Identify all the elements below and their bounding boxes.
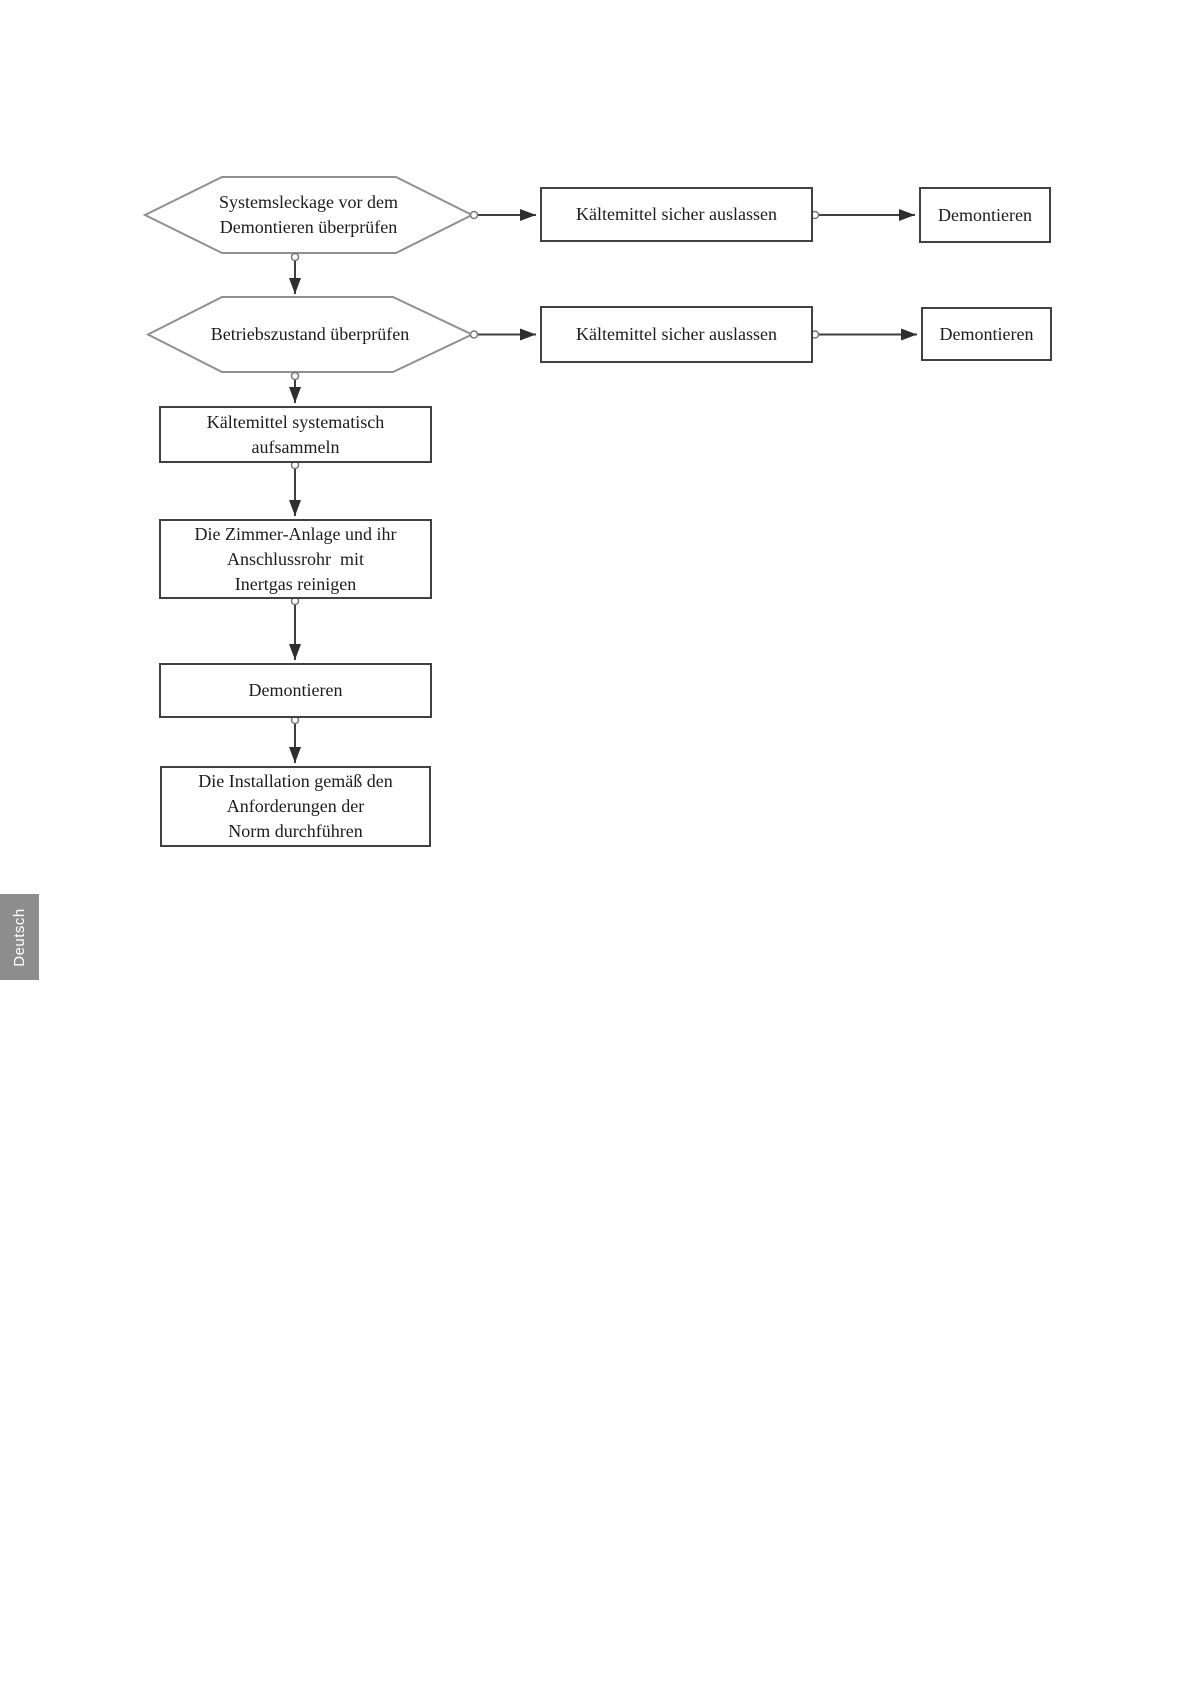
box-dismantle-2-label: Demontieren [939, 323, 1034, 344]
box-release-refrigerant-2: Kältemittel sicher auslassen [540, 306, 813, 363]
box-dismantle-3: Demontieren [159, 663, 432, 718]
connector-dot [290, 252, 300, 262]
box-release-refrigerant-1: Kältemittel sicher auslassen [540, 187, 813, 242]
connector-dot [469, 330, 479, 339]
language-tab-deutsch: Deutsch [0, 894, 39, 980]
box-purge-inert-gas: Die Zimmer-Anlage und ihr Anschlussrohr … [159, 519, 432, 599]
box-dismantle-1-label: Demontieren [938, 204, 1032, 225]
box-collect-refrigerant-label: Kältemittel systematisch aufsammeln [206, 411, 385, 457]
connector-dot [290, 371, 300, 381]
connector-dot [469, 210, 479, 220]
box-install-norm: Die Installation gemäß den Anforderungen… [160, 766, 431, 847]
box-install-norm-label: Die Installation gemäß den Anforderungen… [198, 771, 393, 841]
hexagon-check-operation-label: Betriebszustand überprüfen [210, 324, 410, 344]
hexagon-check-leakage: Systemsleckage vor dem Demontieren überp… [145, 177, 472, 253]
box-dismantle-2: Demontieren [921, 307, 1052, 361]
hexagon-check-operation: Betriebszustand überprüfen [148, 297, 472, 372]
box-purge-inert-gas-label: Die Zimmer-Anlage und ihr Anschlussrohr … [194, 523, 397, 594]
box-release-refrigerant-2-label: Kältemittel sicher auslassen [576, 324, 777, 344]
box-collect-refrigerant: Kältemittel systematisch aufsammeln [159, 406, 432, 463]
language-tab-label: Deutsch [11, 907, 28, 967]
box-release-refrigerant-1-label: Kältemittel sicher auslassen [576, 204, 777, 224]
hexagon-check-leakage-label: Systemsleckage vor dem Demontieren überp… [219, 192, 398, 237]
box-dismantle-3-label: Demontieren [248, 680, 343, 700]
box-dismantle-1: Demontieren [919, 187, 1051, 243]
